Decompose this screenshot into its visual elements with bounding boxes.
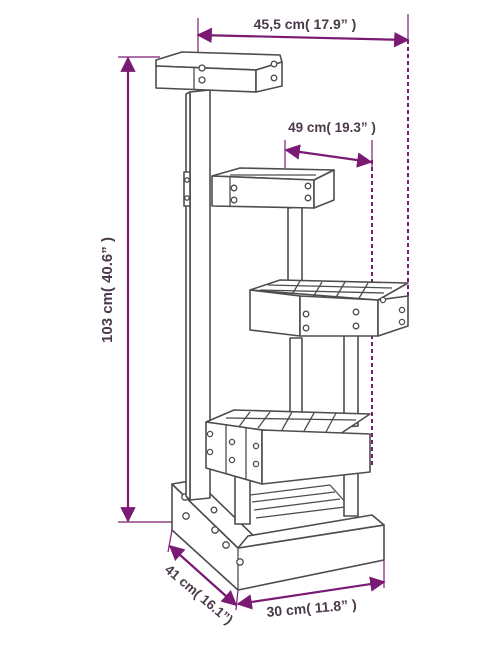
slat-line: [251, 491, 336, 503]
extension-line: [167, 529, 173, 553]
base-width-label: 30 cm( 11.8” ): [266, 596, 357, 620]
bolt-icon: [302, 310, 310, 318]
bolt-icon: [184, 177, 190, 183]
lower-platform-side: [261, 429, 371, 485]
bolt-icon: [352, 308, 360, 316]
slat-line: [237, 411, 251, 429]
platform-width-label: 49 cm( 19.3” ): [288, 120, 376, 135]
slat-line: [303, 412, 315, 432]
bolt-icon: [270, 60, 278, 68]
bolt-icon: [304, 182, 312, 190]
top-width-label: 45,5 cm( 17.9” ): [254, 16, 357, 32]
bolt-icon: [304, 194, 312, 202]
slat-line: [249, 484, 331, 496]
bolt-icon: [230, 196, 238, 204]
slat-line: [259, 289, 385, 294]
dimension-platform-width: 49 cm( 19.3” ): [284, 120, 376, 168]
bolt-icon: [198, 64, 206, 72]
bolt-icon: [206, 430, 214, 438]
dimension-line: [168, 544, 238, 607]
slat-line: [334, 281, 346, 300]
slat-line: [255, 506, 346, 519]
upper-platform-front: [211, 175, 315, 209]
slat-line: [357, 282, 369, 301]
bolt-icon: [211, 526, 219, 534]
lower-platform-front: [205, 421, 263, 485]
slat-line: [325, 412, 337, 433]
bolt-icon: [182, 512, 190, 520]
upper-platform: [211, 167, 335, 209]
slat-line: [225, 417, 357, 421]
dimension-line: [284, 144, 373, 168]
dimension-height: 103 cm( 40.6” ): [99, 56, 172, 523]
slat-line: [281, 411, 293, 431]
bolt-icon: [230, 184, 238, 192]
upper-platform-side: [313, 169, 335, 209]
bolt-icon: [252, 442, 260, 450]
middle-platform-end: [377, 295, 409, 337]
bolt-icon: [228, 438, 236, 446]
dimension-top-width: 45,5 cm( 17.9” ): [196, 14, 410, 62]
bolt-icon: [236, 558, 244, 566]
bolt-icon: [352, 322, 360, 330]
slat-line: [267, 284, 393, 289]
post-middle-back: [289, 337, 303, 423]
dimension-line: [236, 576, 386, 610]
bolt-icon: [398, 318, 406, 326]
bolt-icon: [228, 456, 236, 464]
post-upper: [287, 206, 303, 292]
bolt-icon: [252, 460, 260, 468]
post-side: [185, 91, 191, 501]
post-middle: [343, 328, 359, 428]
bolt-icon: [206, 448, 214, 456]
bolt-icon: [379, 296, 387, 304]
lower-platform: [205, 409, 371, 485]
bolt-icon: [222, 541, 230, 549]
middle-platform-side: [299, 295, 379, 337]
middle-platform: [249, 279, 409, 337]
middle-platform-front: [249, 289, 301, 337]
dimension-line: [196, 27, 410, 48]
slat-line: [257, 411, 271, 429]
dimension-base-width: 30 cm( 11.8” ): [236, 560, 386, 620]
bolt-icon: [198, 76, 206, 84]
bolt-icon: [270, 74, 278, 82]
extension-line: [235, 589, 239, 611]
post-bracket: [183, 171, 191, 207]
slat-line: [253, 498, 341, 511]
bolt-icon: [302, 324, 310, 332]
bolt-icon: [398, 306, 406, 314]
bolt-icon: [210, 506, 218, 514]
base-rail: [237, 514, 385, 549]
top-box: [155, 51, 283, 93]
bolt-icon: [184, 195, 190, 201]
height-label: 103 cm( 40.6” ): [99, 237, 116, 343]
top-box-front: [155, 65, 257, 93]
